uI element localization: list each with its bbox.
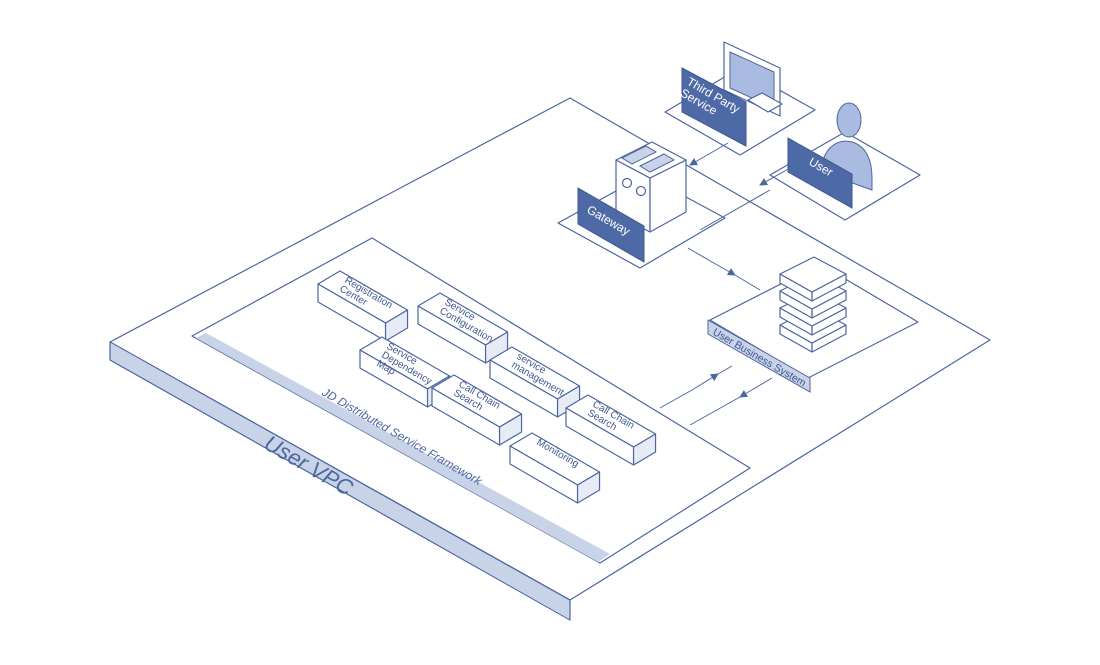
gateway-pad: Gateway: [557, 141, 726, 269]
arrow-framework-to-business: [659, 373, 719, 409]
third-party-pad: Third Party Service: [664, 41, 816, 156]
line-gateway-business-ext: [734, 274, 761, 291]
module-box: ServiceDependencyMap: [359, 336, 451, 408]
user-pad: User: [769, 102, 921, 221]
business-system-pad: User Business System: [707, 256, 919, 393]
line-business-framework-ext: [689, 396, 741, 426]
module-box: servicemanagement: [489, 346, 581, 418]
module-box: Call ChainSearch: [431, 374, 523, 446]
arrow-thirdparty-to-gateway: [689, 142, 729, 166]
connectors: [659, 142, 791, 426]
arrow-user-to-gateway: [759, 167, 791, 186]
module-box: ServiceConfiguration: [417, 292, 509, 364]
line-user-gateway-ext: [699, 189, 771, 231]
arrow-gateway-to-business: [687, 247, 736, 276]
storage-stack-icon: [779, 256, 847, 353]
arrow-business-to-framework: [739, 377, 773, 398]
line-framework-business-ext: [717, 365, 733, 375]
